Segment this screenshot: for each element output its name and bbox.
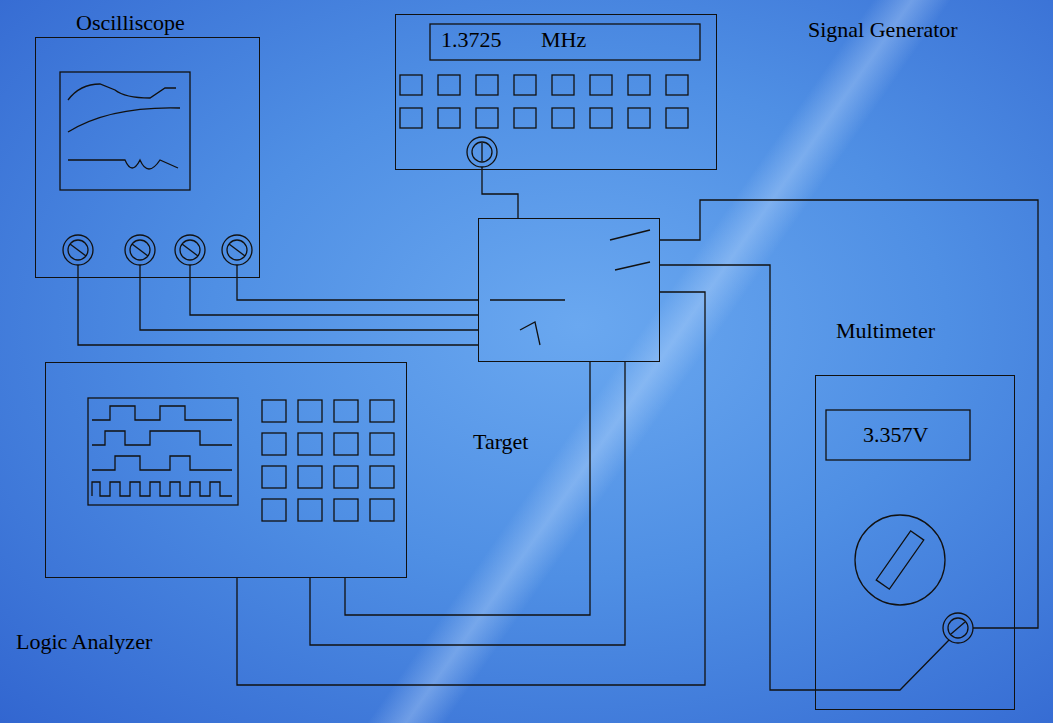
instrument-label: Multimeter: [836, 318, 935, 344]
wire-path: [78, 278, 478, 345]
instrument-label: Logic Analyzer: [16, 629, 152, 655]
logic-trace: [92, 456, 232, 470]
wire-path: [660, 200, 1038, 628]
keypad-button: [262, 400, 394, 521]
keypad-button: [400, 75, 688, 128]
selector-dial: [855, 515, 945, 605]
meter-display: [826, 410, 970, 460]
logic-trace: [92, 482, 232, 496]
logic-trace: [92, 406, 232, 420]
meter-jack: [815, 613, 1015, 690]
wire-path: [482, 170, 518, 218]
wire-path: [310, 362, 625, 645]
target-leads: [490, 230, 650, 345]
analyzer-screen: [88, 398, 238, 505]
probe-wire: [482, 170, 518, 218]
wire-path: [237, 278, 478, 300]
multimeter-box: Multimeter3.357V: [815, 375, 1015, 710]
oscilloscope-box: Oscilliscope: [35, 37, 260, 278]
target-box: Target: [478, 218, 660, 362]
bnc-connector: [467, 137, 497, 170]
logic-analyzer-box: Logic Analyzer: [45, 362, 407, 578]
voltage-readout: 3.357V: [863, 422, 928, 448]
probe-stub: [78, 265, 237, 278]
scope-screen: [60, 72, 190, 190]
logic-trace: [92, 431, 232, 445]
probe-wire: [310, 362, 625, 645]
wire-path: [190, 278, 478, 315]
instrument-label: Oscilliscope: [76, 10, 185, 36]
probe-wire: [237, 278, 478, 300]
bnc-connector: [63, 235, 252, 265]
probe-wire: [660, 265, 815, 690]
scope-trace: [68, 160, 178, 169]
wire-path: [660, 265, 815, 690]
generator-display: [430, 24, 700, 60]
frequency-readout: 1.3725 MHz: [441, 27, 586, 53]
instrument-label: Target: [473, 429, 528, 455]
probe-wire: [78, 278, 478, 345]
probe-wire: [237, 292, 705, 685]
probe-wire: [660, 200, 1038, 628]
instrument-label: Signal Generator: [808, 17, 958, 43]
scope-trace: [68, 84, 176, 100]
wire-path: [237, 292, 705, 685]
probe-wire: [190, 278, 478, 315]
scope-trace: [68, 108, 180, 132]
wire-path: [140, 278, 478, 330]
probe-wire: [140, 278, 478, 330]
signal-generator-box: Signal Generator1.3725 MHz: [395, 14, 717, 170]
